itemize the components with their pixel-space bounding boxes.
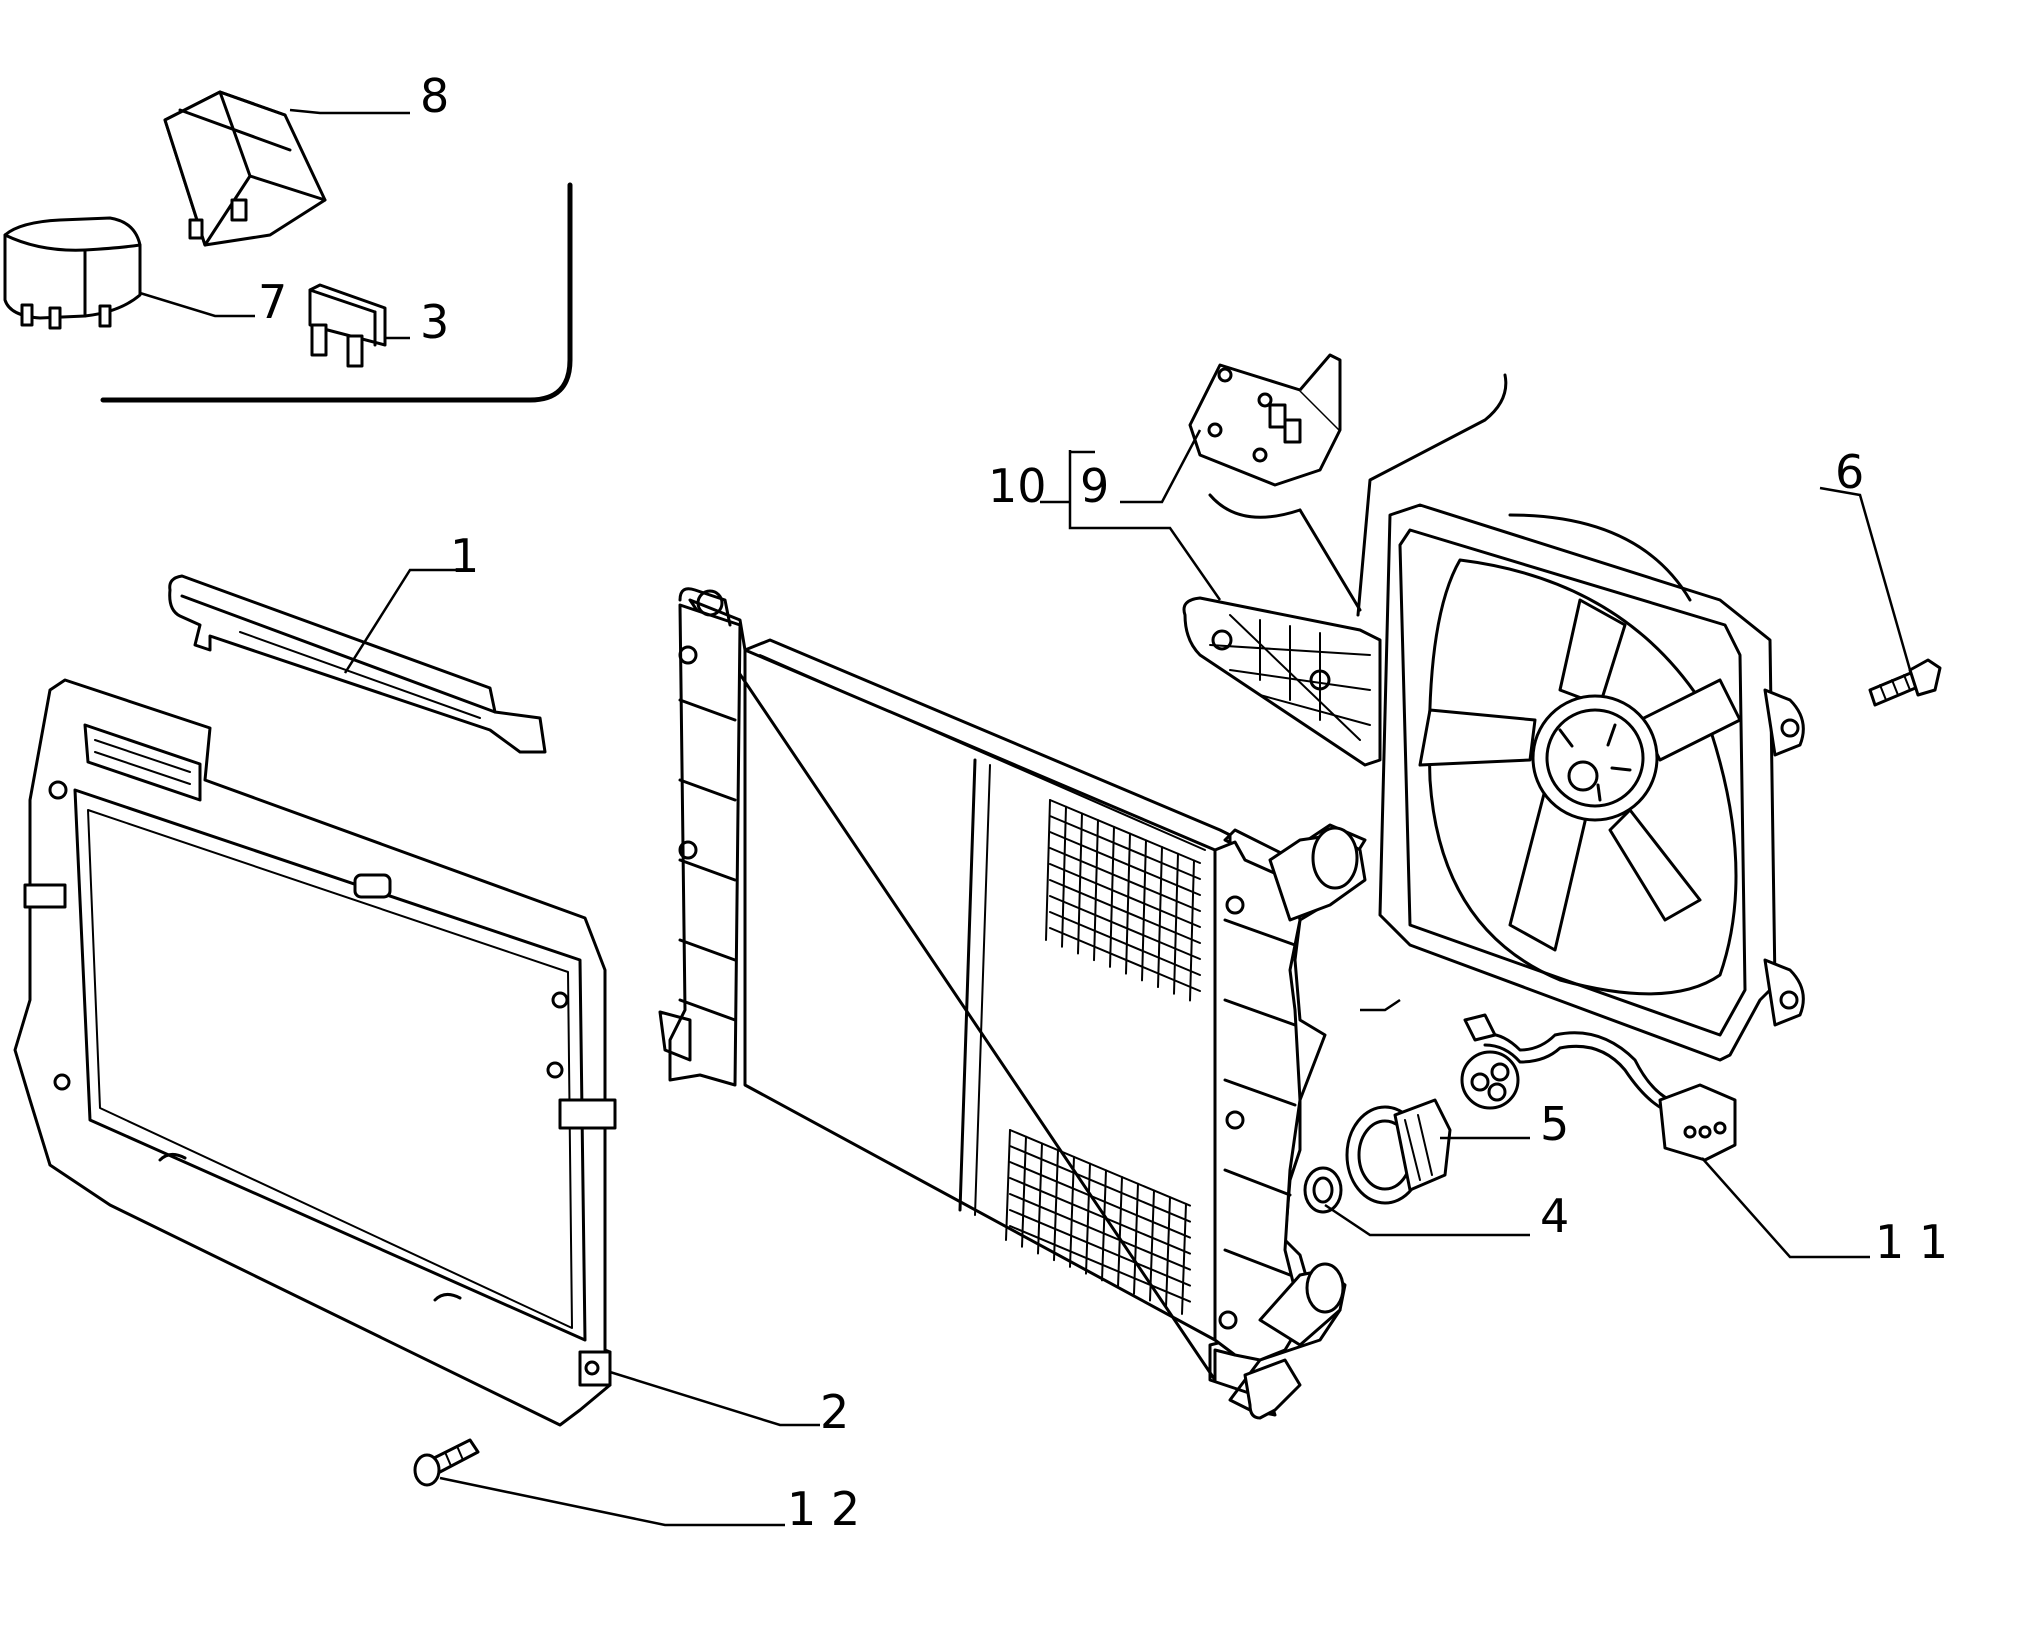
leader-lines — [139, 108, 1912, 1527]
part-4-gasket — [1303, 1166, 1343, 1214]
radiator-core — [658, 587, 1367, 1420]
part-10-fan-bracket — [1182, 596, 1382, 767]
callout-1: 1 — [450, 529, 479, 583]
callout-4: 4 — [1540, 1189, 1569, 1243]
callout-11: 1 1 — [1875, 1215, 1948, 1269]
callout-7: 7 — [258, 275, 287, 329]
callout-2: 2 — [820, 1385, 849, 1439]
fan-wiring — [1208, 373, 1508, 617]
part-8-control-unit — [163, 90, 327, 247]
part-1-bracket-bar — [168, 574, 547, 754]
part-2-shroud-frame — [13, 678, 617, 1427]
callout-8: 8 — [420, 69, 449, 123]
fan-motor-hub — [1531, 694, 1659, 822]
callout-6: 6 — [1835, 445, 1864, 499]
callout-10: 10 — [988, 459, 1047, 513]
part-7-relay — [3, 216, 142, 330]
callout-3: 3 — [420, 295, 449, 349]
callout-labels: 8 7 3 1 2 1 2 9 10 6 5 4 1 1 — [258, 69, 1948, 1536]
part-11-wiring-harness — [1460, 1013, 1737, 1162]
part-12-screw — [413, 1438, 480, 1487]
callout-9: 9 — [1080, 459, 1109, 513]
callout-5: 5 — [1540, 1097, 1569, 1151]
inset-frame — [100, 182, 573, 403]
radiator-mesh-upper — [1045, 799, 1201, 1002]
part-5-thermal-switch — [1345, 1098, 1452, 1205]
part-9-resistor — [1188, 353, 1342, 487]
radiator-mesh-lower — [1005, 1129, 1191, 1315]
callout-12: 1 2 — [787, 1482, 860, 1536]
part-3-fuse — [308, 283, 387, 368]
part-6-screw — [1868, 658, 1942, 707]
